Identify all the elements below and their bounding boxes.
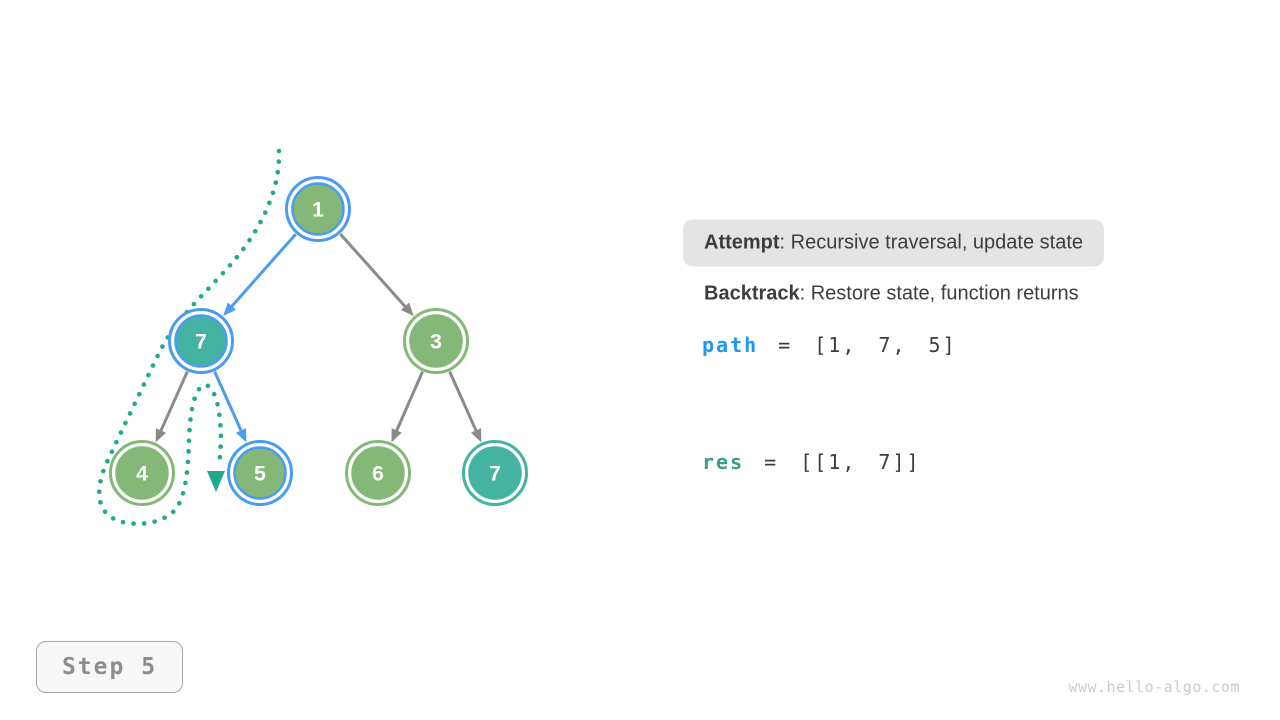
tree-node-3: 3 [403, 308, 469, 374]
backtrack-status: Backtrack: Restore state, function retur… [704, 283, 1079, 306]
res-variable-value: = [[1, 7]] [764, 450, 921, 474]
tree-edge [448, 370, 482, 443]
traversal-arrowhead-icon [207, 471, 225, 492]
tree-edge [223, 233, 297, 316]
step-indicator: Step 5 [36, 641, 183, 693]
path-variable-line: path = [1, 7, 5] [702, 333, 957, 357]
attempt-text: : Recursive traversal, update state [779, 231, 1084, 254]
tree-nodes: 1 7 3 4 5 6 7 [109, 176, 528, 506]
attempt-status: Attempt: Recursive traversal, update sta… [683, 219, 1105, 267]
tree-edge [339, 232, 414, 317]
tree-node-value: 5 [254, 463, 266, 486]
backtrack-label: Backtrack [704, 282, 800, 305]
traversal-path-curve [96, 148, 282, 527]
tree-edges [155, 232, 482, 443]
tree-node-4: 4 [109, 440, 175, 506]
tree-node-value: 6 [372, 463, 384, 486]
tree-node-6: 6 [345, 440, 411, 506]
tree-node-value: 7 [195, 331, 207, 354]
tree-node-value: 7 [489, 463, 501, 486]
step-indicator-label: Step 5 [61, 654, 158, 680]
backtrack-text: : Restore state, function returns [799, 282, 1079, 305]
tree-edge [391, 371, 424, 443]
path-variable-name: path [702, 333, 759, 357]
tree-node-1: 1 [285, 176, 351, 242]
tree-node-value: 4 [136, 463, 148, 486]
binary-tree-diagram: 1 7 3 4 5 6 7 [96, 148, 528, 527]
tree-node-7: 7 [462, 440, 528, 506]
watermark: www.hello-algo.com [1068, 678, 1240, 696]
tree-node-value: 1 [312, 199, 324, 222]
tree-node-value: 3 [430, 331, 442, 354]
attempt-label: Attempt [704, 231, 780, 254]
tree-edge [213, 370, 247, 443]
tree-node-7: 7 [168, 308, 234, 374]
res-variable-line: res = [[1, 7]] [702, 450, 921, 474]
traversal-dotted-path [96, 148, 282, 527]
tree-edge [155, 370, 189, 443]
path-variable-value: = [1, 7, 5] [778, 333, 957, 357]
res-variable-name: res [702, 450, 745, 474]
tree-node-5: 5 [227, 440, 293, 506]
